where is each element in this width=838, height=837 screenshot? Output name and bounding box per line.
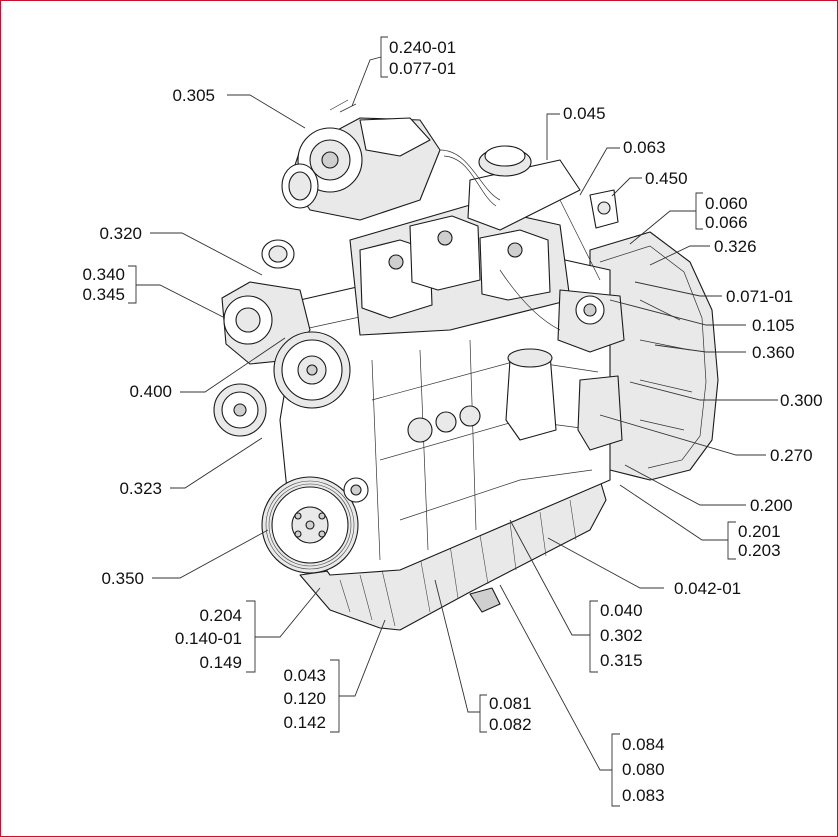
callout-0204-line3: 0.149 <box>199 653 242 672</box>
callout-0360-line1: 0.360 <box>752 343 795 362</box>
callout-0204-line2: 0.140-01 <box>175 629 242 648</box>
callout-0350-line1: 0.350 <box>101 569 144 588</box>
callout-0326-line1: 0.326 <box>714 237 757 256</box>
callout-0071-line1: 0.071-01 <box>726 287 793 306</box>
callout-0042-line1: 0.042-01 <box>674 579 741 598</box>
callout-labels: 0.305 0.240-01 0.077-01 0.045 0.063 0.45… <box>82 38 822 805</box>
callout-0300-line1: 0.300 <box>780 391 823 410</box>
callout-0450-line1: 0.450 <box>645 169 688 188</box>
callout-0084-line1: 0.084 <box>622 735 665 754</box>
callout-0040-line1: 0.040 <box>600 601 643 620</box>
callout-0305-line1: 0.305 <box>172 86 215 105</box>
callout-0320-line1: 0.320 <box>99 224 142 243</box>
callout-0400-line1: 0.400 <box>129 382 172 401</box>
leader-lines <box>128 36 778 807</box>
callout-0060-line2: 0.066 <box>705 213 748 232</box>
callout-0043-line1: 0.043 <box>283 666 326 685</box>
callout-0105-line1: 0.105 <box>752 316 795 335</box>
callout-0200-line1: 0.200 <box>750 496 793 515</box>
callout-0340-line2: 0.345 <box>82 285 125 304</box>
callout-0040-line2: 0.302 <box>600 626 643 645</box>
callout-0201-line1: 0.201 <box>738 522 781 541</box>
callout-0081-line1: 0.081 <box>489 694 532 713</box>
callout-0081-line2: 0.082 <box>489 715 532 734</box>
callout-0323-line1: 0.323 <box>119 479 162 498</box>
callout-0240-line1: 0.240-01 <box>389 38 456 57</box>
callout-0270-line1: 0.270 <box>770 446 813 465</box>
callout-0060-line1: 0.060 <box>705 194 748 213</box>
callout-0043-line3: 0.142 <box>283 713 326 732</box>
callout-0084-line2: 0.080 <box>622 760 665 779</box>
callout-0240-line2: 0.077-01 <box>389 59 456 78</box>
callout-0063-line1: 0.063 <box>623 138 666 157</box>
callout-0204-line1: 0.204 <box>199 606 242 625</box>
callout-0340-line1: 0.340 <box>82 265 125 284</box>
engine-illustration <box>213 99 719 631</box>
callout-0043-line2: 0.120 <box>283 689 326 708</box>
callout-0045-line1: 0.045 <box>563 104 606 123</box>
callout-0040-line3: 0.315 <box>600 651 643 670</box>
callout-0084-line3: 0.083 <box>622 786 665 805</box>
callout-0201-line2: 0.203 <box>738 541 781 560</box>
